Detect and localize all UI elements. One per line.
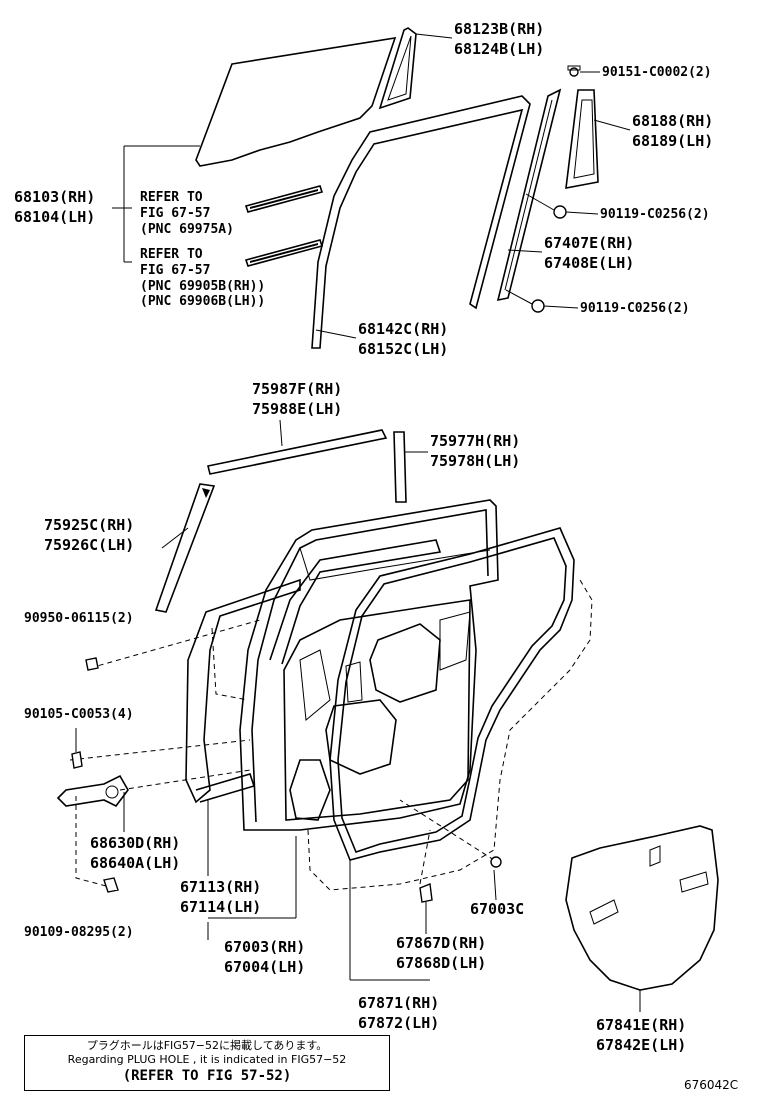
label-67407: 67407E(RH) — [544, 234, 634, 252]
label-75926: 75926C(LH) — [44, 536, 134, 554]
clip-90950 — [85, 657, 99, 671]
clip-67867 — [419, 883, 433, 903]
label-68640: 68640A(LH) — [90, 854, 180, 872]
label-refer1-line3: (PNC 69975A) — [140, 222, 234, 237]
label-refer2-line3: (PNC 69905B(RH)) — [140, 279, 265, 294]
label-67003: 67003(RH) — [224, 938, 305, 956]
label-68103: 68103(RH) — [14, 188, 95, 206]
door-inner-panel — [283, 599, 471, 821]
bolt-90119-b — [531, 299, 545, 313]
door-hinge — [56, 774, 129, 808]
label-90119-a: 90119-C0256(2) — [600, 207, 710, 222]
label-67871: 67871(RH) — [358, 994, 439, 1012]
label-67004: 67004(LH) — [224, 958, 305, 976]
label-68142: 68142C(RH) — [358, 320, 448, 338]
label-75977: 75977H(RH) — [430, 432, 520, 450]
label-90151: 90151-C0002(2) — [602, 65, 712, 80]
cap-67003c — [490, 856, 502, 868]
label-68188: 68188(RH) — [632, 112, 713, 130]
quarter-glass-part — [378, 27, 417, 110]
screw-90151 — [569, 67, 579, 77]
illustration-code: 676042C — [684, 1078, 739, 1092]
label-refer2-line1: REFER TO — [140, 247, 203, 262]
label-67872: 67872(LH) — [358, 1014, 439, 1032]
bolt-90119-a — [553, 205, 567, 219]
division-bar-part — [496, 88, 562, 302]
bolt-90109 — [103, 877, 119, 893]
label-90119-b: 90119-C0256(2) — [580, 301, 690, 316]
label-68104: 68104(LH) — [14, 208, 95, 226]
note-japanese: プラグホールはFIG57−52に掲載してあります。 — [86, 1039, 328, 1052]
plug-hole-note: プラグホールはFIG57−52に掲載してあります。 Regarding PLUG… — [24, 1035, 390, 1091]
service-hole-cover — [565, 825, 719, 991]
belt-moulding-lower — [244, 239, 324, 267]
door-frame-outer — [239, 499, 499, 831]
bolt-90105 — [71, 751, 83, 769]
pillar-garnish-front — [154, 483, 216, 613]
label-75987: 75987F(RH) — [252, 380, 342, 398]
label-68189: 68189(LH) — [632, 132, 713, 150]
label-90105: 90105-C0053(4) — [24, 707, 134, 722]
note-english: Regarding PLUG HOLE , it is indicated in… — [67, 1053, 347, 1066]
label-68124: 68124B(LH) — [454, 40, 544, 58]
label-refer2-line4: (PNC 69906B(LH)) — [140, 294, 265, 309]
label-refer2-line2: FIG 67-57 — [140, 263, 210, 278]
label-90109: 90109-08295(2) — [24, 925, 134, 940]
door-weatherstrip — [329, 527, 575, 861]
label-68152: 68152C(LH) — [358, 340, 448, 358]
label-75978: 75978H(LH) — [430, 452, 520, 470]
label-67868: 67868D(LH) — [396, 954, 486, 972]
glass-run-part — [311, 95, 531, 349]
label-75925: 75925C(RH) — [44, 516, 134, 534]
belt-moulding-upper — [244, 185, 324, 213]
label-68123: 68123B(RH) — [454, 20, 544, 38]
label-refer1-line1: REFER TO — [140, 190, 203, 205]
label-68630: 68630D(RH) — [90, 834, 180, 852]
outer-belt-moulding — [207, 429, 388, 475]
label-67842: 67842E(LH) — [596, 1036, 686, 1054]
label-67408: 67408E(LH) — [544, 254, 634, 272]
label-90950: 90950-06115(2) — [24, 611, 134, 626]
hole-outline-dashed — [307, 579, 593, 891]
label-75988: 75988E(LH) — [252, 400, 342, 418]
note-refer-link[interactable]: (REFER TO FIG 57-52) — [122, 1068, 292, 1084]
door-glass-part — [195, 37, 397, 167]
label-67867: 67867D(RH) — [396, 934, 486, 952]
rear-triangle-glass-part — [565, 89, 599, 189]
door-outer-panel — [185, 578, 301, 804]
label-67841: 67841E(RH) — [596, 1016, 686, 1034]
label-67113: 67113(RH) — [180, 878, 261, 896]
label-refer1-line2: FIG 67-57 — [140, 206, 210, 221]
pillar-garnish-rear — [393, 431, 407, 503]
label-67003c: 67003C — [470, 900, 524, 918]
label-67114: 67114(LH) — [180, 898, 261, 916]
